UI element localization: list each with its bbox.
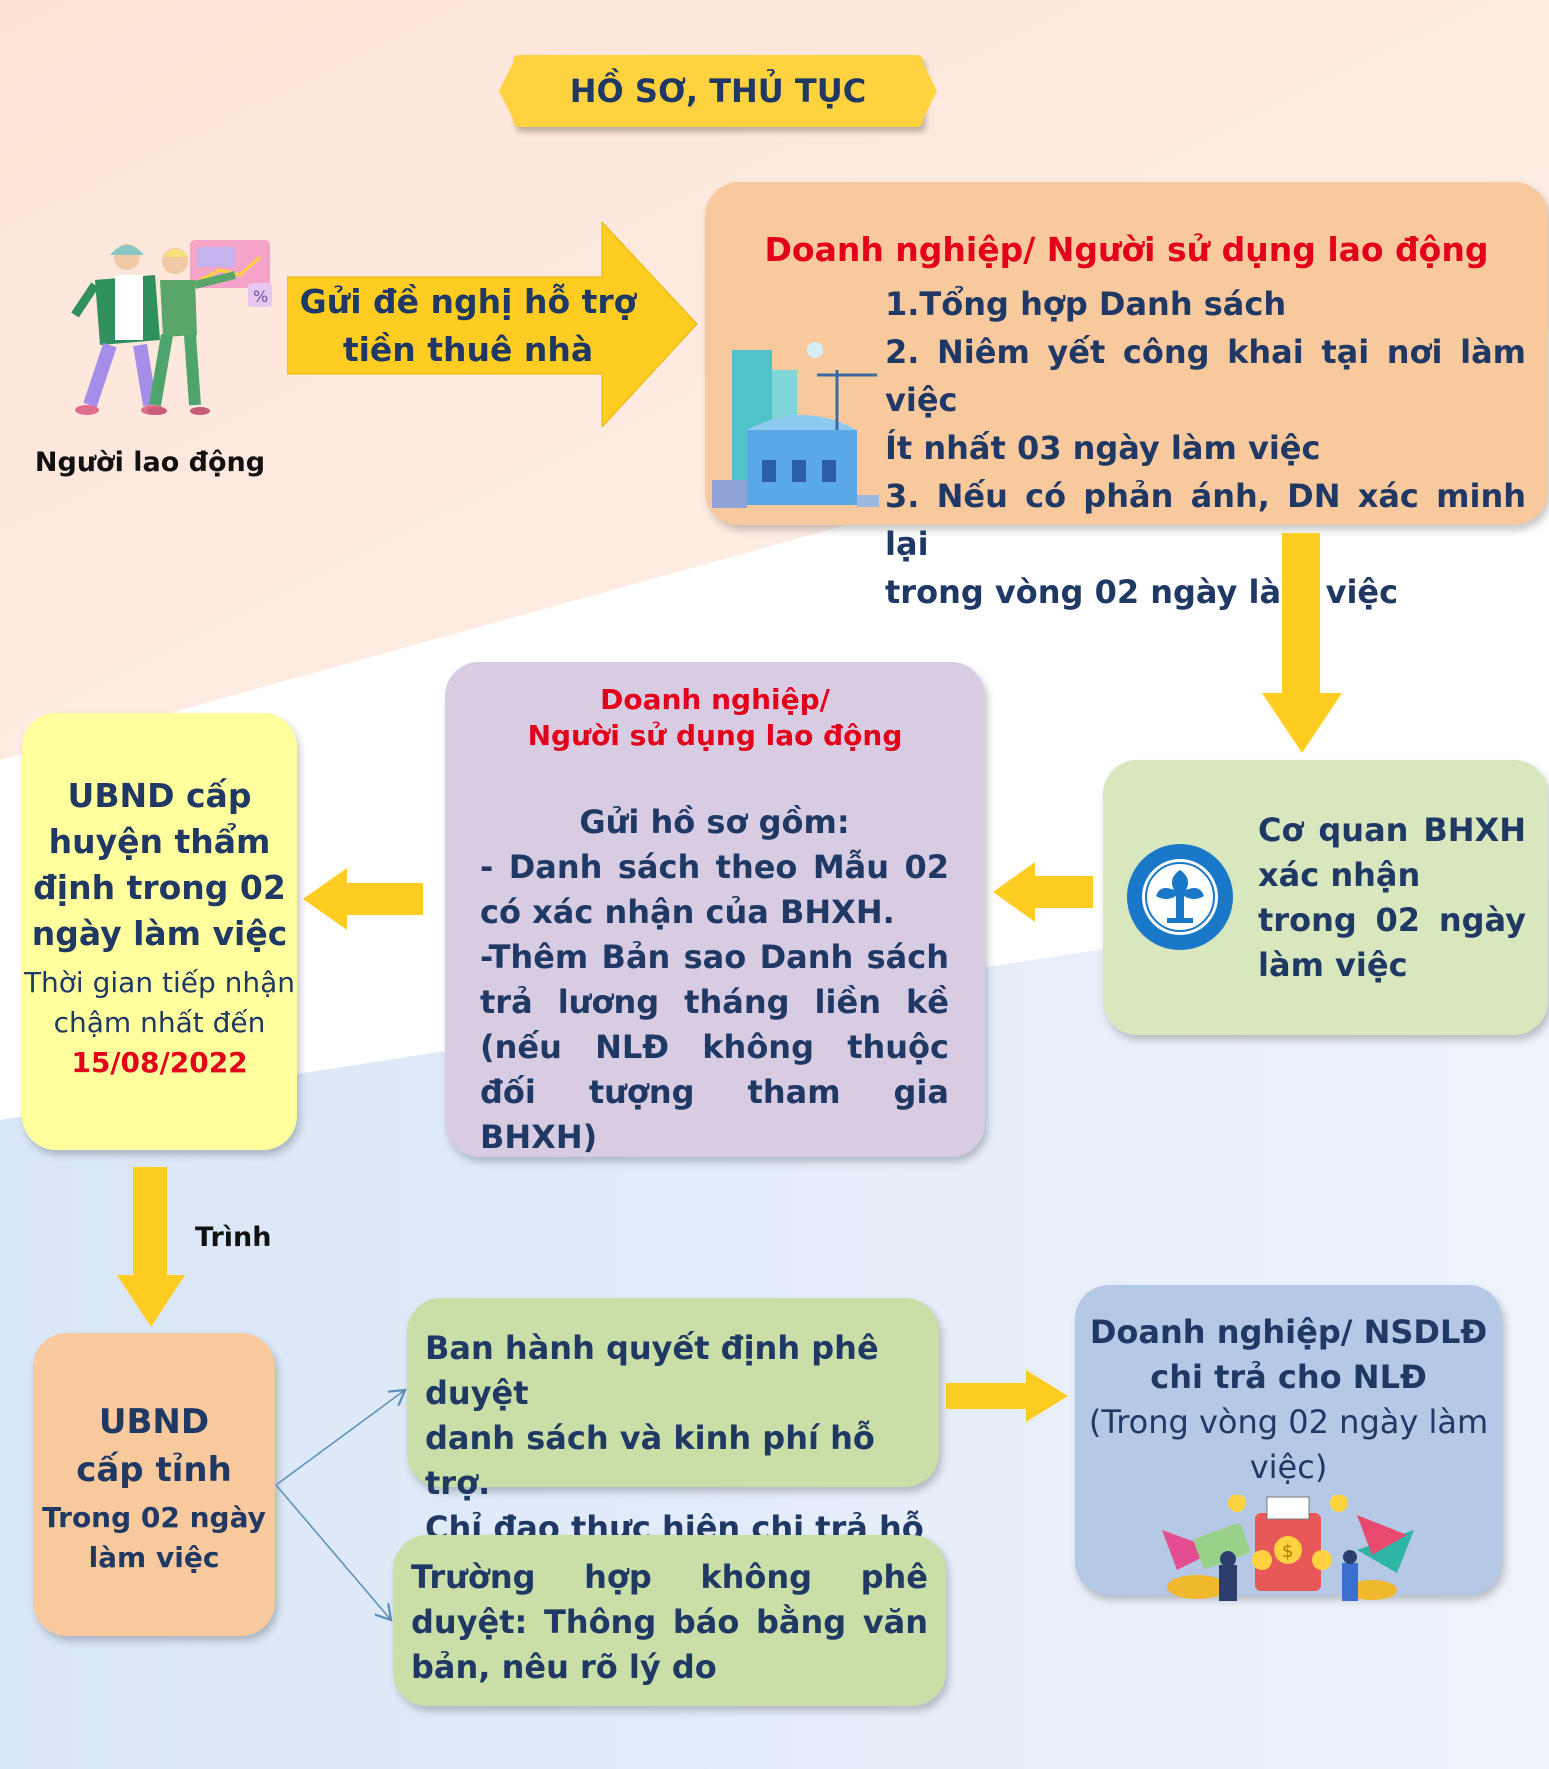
district-box: UBND cấp huyện thẩm định trong 02 ngày l… [22,713,297,1150]
documents-item-1: - Danh sách theo Mẫu 02 có xác nhận của … [480,848,949,931]
arrow-left-to-documents [993,862,1093,922]
enterprise-box: Doanh nghiệp/ Người sử dụng lao động 1.T… [705,182,1548,611]
payment-text: Doanh nghiệp/ NSDLĐ chi trả cho NLĐ (Tro… [1075,1310,1502,1490]
district-sub-text: Thời gian tiếp nhận chậm nhất đến [23,966,296,1039]
documents-title-line1: Doanh nghiệp/ [600,683,830,716]
page-title: HỒ SƠ, THỦ TỤC [499,55,937,127]
bhxh-line-4: làm việc [1258,946,1408,984]
documents-box: Doanh nghiệp/ Người sử dụng lao động Gửi… [445,662,985,1157]
bhxh-line-2: xác nhận [1258,856,1421,894]
arrow-right-to-payment [946,1370,1068,1422]
bhxh-logo-icon [1127,844,1233,950]
enterprise-step-2: 2. Niêm yết công khai tại nơi làm việc [885,333,1526,419]
payment-line-2: chi trả cho NLĐ [1150,1358,1427,1396]
approve-box: Ban hành quyết định phê duyệt danh sách … [407,1298,939,1592]
arrow-right-send [287,222,698,427]
send-text-line1: Gửi đề nghị hỗ trợ [299,282,637,321]
reject-box: Trường hợp không phê duyệt: Thông báo bằ… [393,1535,946,1706]
district-deadline-text: Thời gian tiếp nhận chậm nhất đến 15/08/… [22,963,297,1083]
buildings-illustration [712,342,879,508]
send-request-text: Gửi đề nghị hỗ trợ tiền thuê nhà [298,278,638,374]
province-box: UBND cấp tỉnh Trong 02 ngày làm việc [33,1333,275,1636]
payment-box: Doanh nghiệp/ NSDLĐ chi trả cho NLĐ (Tro… [1075,1285,1502,1601]
enterprise-title: Doanh nghiệp/ Người sử dụng lao động [764,230,1489,269]
approve-line-2: danh sách và kinh phí hỗ trợ. [425,1419,875,1502]
enterprise-step-3: 3. Nếu có phản ánh, DN xác minh lại [885,477,1526,563]
documents-body: Gửi hồ sơ gồm: - Danh sách theo Mẫu 02 c… [480,800,949,1160]
submit-label: Trình [195,1222,272,1253]
svg-text:%: % [253,287,268,306]
payment-line-1: Doanh nghiệp/ NSDLĐ [1089,1313,1488,1351]
workers-illustration: % [71,240,272,415]
bhxh-confirm-text: Cơ quan BHXH xác nhận trong 02 ngày làm … [1258,808,1526,988]
documents-title: Doanh nghiệp/ Người sử dụng lao động [445,682,985,754]
province-line-2: cấp tỉnh [76,1450,232,1490]
arrow-down-to-bhxh [1262,533,1342,753]
approve-text: Ban hành quyết định phê duyệt danh sách … [425,1326,925,1596]
arrow-down-to-province [117,1167,185,1327]
documents-title-line2: Người sử dụng lao động [527,719,903,752]
send-text-line2: tiền thuê nhà [342,330,594,369]
payment-line-3: (Trong vòng 02 ngày làm việc) [1088,1403,1489,1486]
enterprise-step-3-detail: trong vòng 02 ngày làm việc [885,573,1399,611]
district-deadline-date: 15/08/2022 [71,1046,248,1079]
enterprise-step-2-detail: Ít nhất 03 ngày làm việc [885,429,1321,467]
district-main-text: UBND cấp huyện thẩm định trong 02 ngày l… [31,776,288,953]
province-sub-text: Trong 02 ngày làm việc [42,1501,266,1574]
arrow-left-to-district [303,868,423,930]
enterprise-step-1: 1.Tổng hợp Danh sách [885,285,1287,323]
bhxh-line-3: trong 02 ngày [1258,901,1526,939]
documents-item-2: -Thêm Bản sao Danh sách trả lương tháng … [480,938,949,1156]
province-title: UBND cấp tỉnh [33,1398,275,1494]
approve-line-1: Ban hành quyết định phê duyệt [425,1329,879,1412]
bhxh-box: Cơ quan BHXH xác nhận trong 02 ngày làm … [1103,760,1548,1035]
enterprise-steps: 1.Tổng hợp Danh sách 2. Niêm yết công kh… [885,280,1526,616]
money-payment-illustration: $ [1162,1495,1414,1601]
svg-text:$: $ [1282,1541,1293,1562]
reject-text: Trường hợp không phê duyệt: Thông báo bằ… [411,1558,928,1686]
worker-label: Người lao động [34,447,266,478]
bhxh-line-1: Cơ quan BHXH [1258,811,1526,849]
documents-heading: Gửi hồ sơ gồm: [579,803,850,841]
province-line-1: UBND [98,1402,210,1442]
